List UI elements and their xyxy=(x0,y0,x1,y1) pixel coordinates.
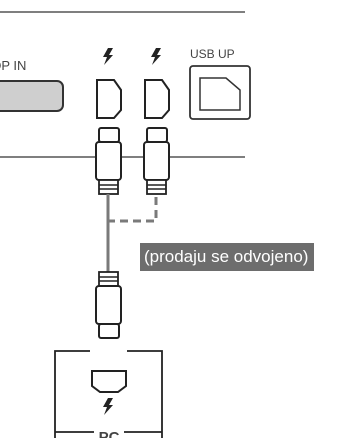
cable-strain-relief-1 xyxy=(98,179,119,195)
cable-connector-tip-2 xyxy=(146,127,168,143)
usb-up-label: USB UP xyxy=(190,47,235,61)
usb-up-port-inner xyxy=(199,77,241,111)
cable-connector-tip-bottom xyxy=(98,323,120,339)
cable-strain-relief-2 xyxy=(146,179,167,195)
thunderbolt-port-2 xyxy=(144,79,170,119)
cable-connector-tip-1 xyxy=(98,127,120,143)
thunderbolt-port-1 xyxy=(96,79,122,119)
thunderbolt-icon xyxy=(103,398,113,415)
pc-thunderbolt-port xyxy=(91,370,127,393)
thunderbolt-icon xyxy=(103,48,113,65)
sold-separately-note: (prodaju se odvojeno) xyxy=(140,243,315,271)
cable-connector-body-2 xyxy=(143,141,170,181)
pc-box-outline xyxy=(54,350,163,438)
pc-label: PC xyxy=(99,429,120,438)
cable-connector-body-bottom xyxy=(95,285,122,325)
dp-in-port xyxy=(0,80,64,112)
cable-strain-relief-bottom xyxy=(98,271,119,287)
dp-in-label: DP IN xyxy=(0,58,26,73)
thunderbolt-icon xyxy=(151,48,161,65)
cable-connector-body-1 xyxy=(95,141,122,181)
daisy-chain-dashed-line xyxy=(106,194,158,223)
